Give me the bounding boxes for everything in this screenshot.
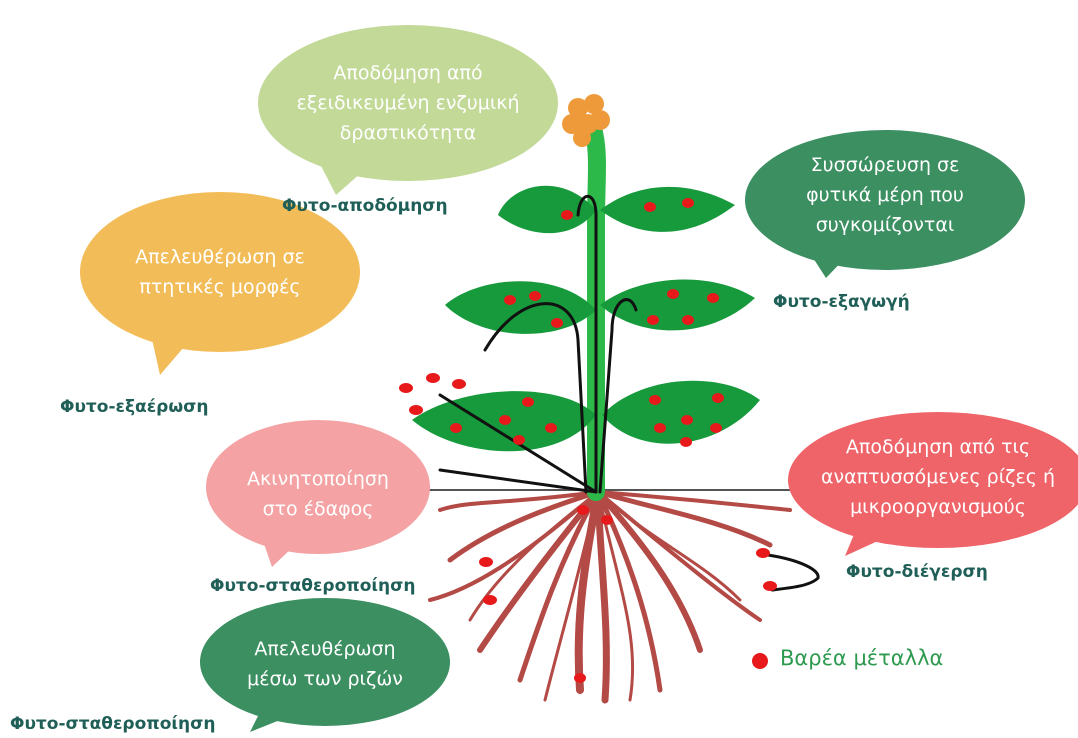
bubble-degradation-text: Αποδόμηση από εξειδικευμένη ενζυμική δρα… [288, 58, 528, 148]
label-phyto-degradation: Φυτο-αποδόμηση [282, 196, 448, 216]
bubble-volatile-text: Απελευθέρωση σε πτητικές μορφές [110, 242, 330, 302]
label-phyto-volatilization: Φυτο-εξαέρωση [60, 397, 208, 417]
metal-dot-icon [752, 653, 768, 669]
label-phyto-stabilization-2: Φυτο-σταθεροποίηση [10, 714, 215, 734]
bubble-extraction-text: Συσσώρευση σε φυτικά μέρη που συγκομίζον… [790, 150, 980, 240]
bubble-immobilization-text: Ακινητοποίηση στο έδαφος [228, 464, 408, 524]
label-phyto-stabilization: Φυτο-σταθεροποίηση [210, 576, 415, 596]
label-phyto-stimulation: Φυτο-διέγερση [846, 562, 988, 582]
bubble-stimulation-text: Αποδόμηση από τις αναπτυσσόμενες ρίζες ή… [818, 432, 1058, 522]
bubble-rhizo-text: Απελευθέρωση μέσω των ριζών [235, 634, 415, 694]
label-phyto-extraction: Φυτο-εξαγωγή [773, 292, 910, 312]
legend-heavy-metals: Βαρέα μέταλλα [780, 646, 943, 670]
